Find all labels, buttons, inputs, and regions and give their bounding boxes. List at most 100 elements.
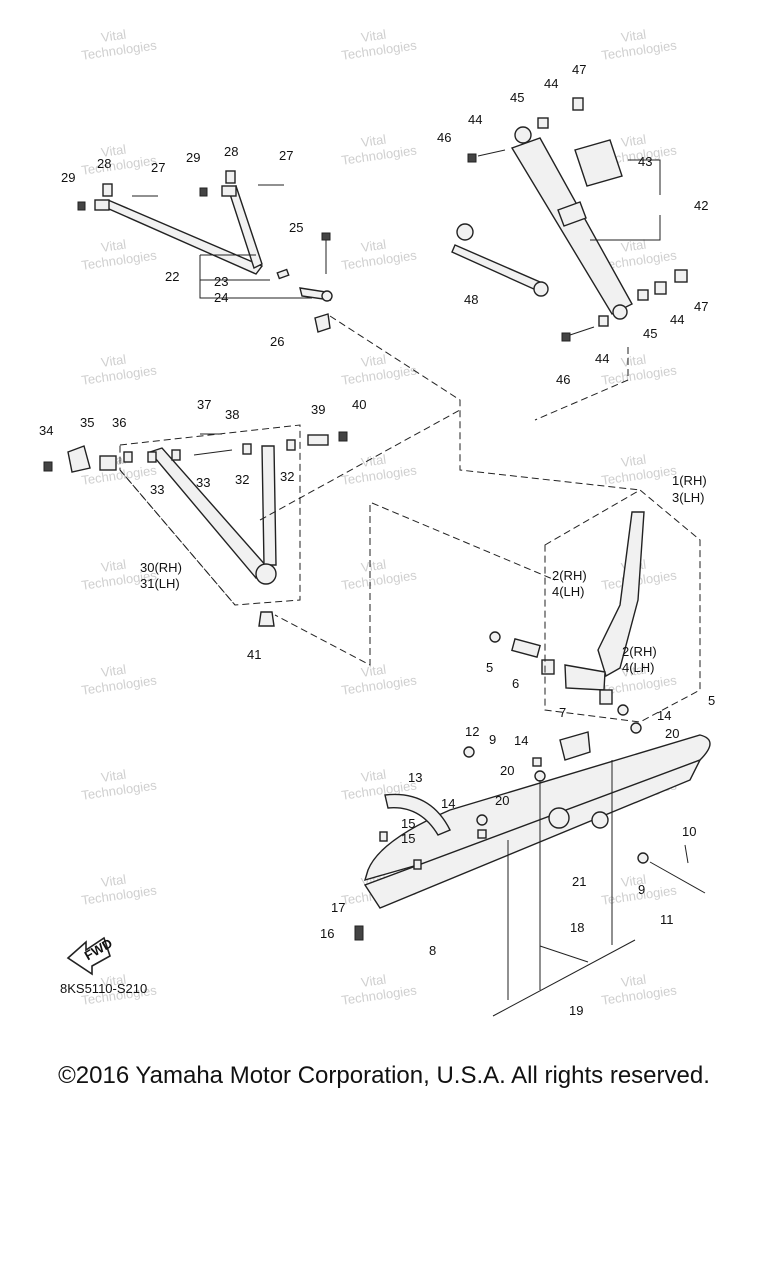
- part-label: 14: [514, 733, 528, 748]
- part-label: 15: [401, 816, 415, 831]
- part-label: 22: [165, 269, 179, 284]
- part-label: 27: [151, 160, 165, 175]
- part-label: 44: [468, 112, 482, 127]
- part-label: 24: [214, 290, 228, 305]
- part-label: 10: [682, 824, 696, 839]
- svg-text:Vital: Vital: [100, 872, 127, 890]
- part-label: 23: [214, 274, 228, 289]
- lower-arm-illustration: [43, 431, 348, 627]
- part-label: 2(RH): [552, 568, 587, 583]
- part-label: 3(LH): [672, 490, 705, 505]
- fwd-arrow-icon: FWD: [66, 935, 115, 976]
- part-label: 47: [694, 299, 708, 314]
- part-label: 16: [320, 926, 334, 941]
- svg-text:Vital: Vital: [100, 352, 127, 370]
- part-label: 43: [638, 154, 652, 169]
- part-label: 29: [61, 170, 75, 185]
- part-label: 5: [708, 693, 715, 708]
- part-label: 18: [570, 920, 584, 935]
- svg-text:Vital: Vital: [360, 662, 387, 680]
- part-label: 34: [39, 423, 53, 438]
- part-label: 31(LH): [140, 576, 180, 591]
- part-label: 40: [352, 397, 366, 412]
- part-label: 32: [235, 472, 249, 487]
- svg-text:Vital: Vital: [100, 767, 127, 785]
- svg-text:Vital: Vital: [360, 237, 387, 255]
- part-label: 25: [289, 220, 303, 235]
- svg-text:Vital: Vital: [360, 132, 387, 150]
- part-label: 14: [657, 708, 671, 723]
- svg-text:Vital: Vital: [100, 557, 127, 575]
- svg-text:Vital: Vital: [620, 352, 647, 370]
- part-label: 29: [186, 150, 200, 165]
- part-label: 35: [80, 415, 94, 430]
- part-label: 17: [331, 900, 345, 915]
- svg-text:Vital: Vital: [100, 972, 127, 990]
- part-label: 9: [489, 732, 496, 747]
- part-label: 48: [464, 292, 478, 307]
- part-label: 41: [247, 647, 261, 662]
- part-label: 47: [572, 62, 586, 77]
- svg-text:Vital: Vital: [100, 142, 127, 160]
- assembly-outlines: [119, 159, 701, 1000]
- part-label: 13: [408, 770, 422, 785]
- part-label: 6: [512, 676, 519, 691]
- copyright-notice: ©2016 Yamaha Motor Corporation, U.S.A. A…: [58, 1062, 710, 1089]
- part-label: 8: [429, 943, 436, 958]
- part-label: 44: [670, 312, 684, 327]
- part-label: 39: [311, 402, 325, 417]
- svg-text:Vital: Vital: [360, 452, 387, 470]
- svg-text:Vital: Vital: [100, 237, 127, 255]
- part-label: 36: [112, 415, 126, 430]
- part-label: 4(LH): [622, 660, 655, 675]
- part-label: 20: [665, 726, 679, 741]
- svg-text:Vital: Vital: [620, 872, 647, 890]
- part-label: 11: [660, 912, 674, 927]
- svg-text:Vital: Vital: [360, 352, 387, 370]
- part-label: 4(LH): [552, 584, 585, 599]
- part-label: 28: [224, 144, 238, 159]
- svg-text:Vital: Vital: [100, 662, 127, 680]
- part-label: 12: [465, 724, 479, 739]
- part-label: 33: [150, 482, 164, 497]
- part-label: 42: [694, 198, 708, 213]
- part-number-callouts: 1(RH)3(LH)2(RH)4(LH)562(RH)4(LH)57899101…: [39, 62, 715, 1018]
- part-label: 7: [559, 705, 566, 720]
- part-label: 27: [279, 148, 293, 163]
- part-label: 14: [441, 796, 455, 811]
- part-label: 44: [544, 76, 558, 91]
- part-label: 28: [97, 156, 111, 171]
- part-label: 26: [270, 334, 284, 349]
- part-label: 32: [280, 469, 294, 484]
- svg-text:Vital: Vital: [360, 557, 387, 575]
- part-label: 15: [401, 831, 415, 846]
- part-label: 30(RH): [140, 560, 182, 575]
- part-label: 46: [437, 130, 451, 145]
- svg-text:Vital: Vital: [620, 237, 647, 255]
- svg-text:Vital: Vital: [100, 27, 127, 45]
- svg-text:Vital: Vital: [620, 132, 647, 150]
- part-label: 38: [225, 407, 239, 422]
- part-label: 20: [500, 763, 514, 778]
- part-label: 33: [196, 475, 210, 490]
- svg-text:Vital: Vital: [620, 27, 647, 45]
- svg-text:Vital: Vital: [620, 662, 647, 680]
- svg-text:Vital: Vital: [620, 972, 647, 990]
- part-label: 1(RH): [672, 473, 707, 488]
- svg-text:Vital: Vital: [620, 452, 647, 470]
